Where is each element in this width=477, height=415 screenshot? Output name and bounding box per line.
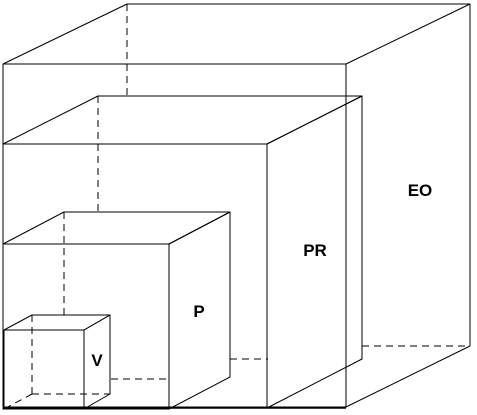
cube-eo-front-face <box>2 63 347 408</box>
cube-eo-label: EO <box>408 181 433 200</box>
cube-v-top-face <box>3 314 111 331</box>
cube-pr-shaded-side-face <box>266 95 363 409</box>
cube-p-front-face <box>2 243 170 410</box>
cube-eo-top-face <box>2 3 471 65</box>
cube-v: V <box>3 314 111 410</box>
cube-v-front-face <box>3 329 85 410</box>
cube-p-shaded-side-face <box>168 211 231 410</box>
cube-p-top-face <box>2 211 231 245</box>
cube-p: P <box>2 211 231 410</box>
cube-pr: PR <box>2 95 363 409</box>
cube-pr-top-face <box>2 95 363 145</box>
cube-v-label: V <box>91 351 103 370</box>
cube-v-shaded-side-face <box>83 314 111 410</box>
cube-pr-label: PR <box>303 241 327 260</box>
cube-v-hidden-edge <box>3 393 33 410</box>
cube-eo: EO <box>2 3 471 408</box>
cube-p-label: P <box>193 302 204 321</box>
cube-eo-right-face <box>345 4 471 408</box>
cube-pr-front-face <box>2 143 268 409</box>
